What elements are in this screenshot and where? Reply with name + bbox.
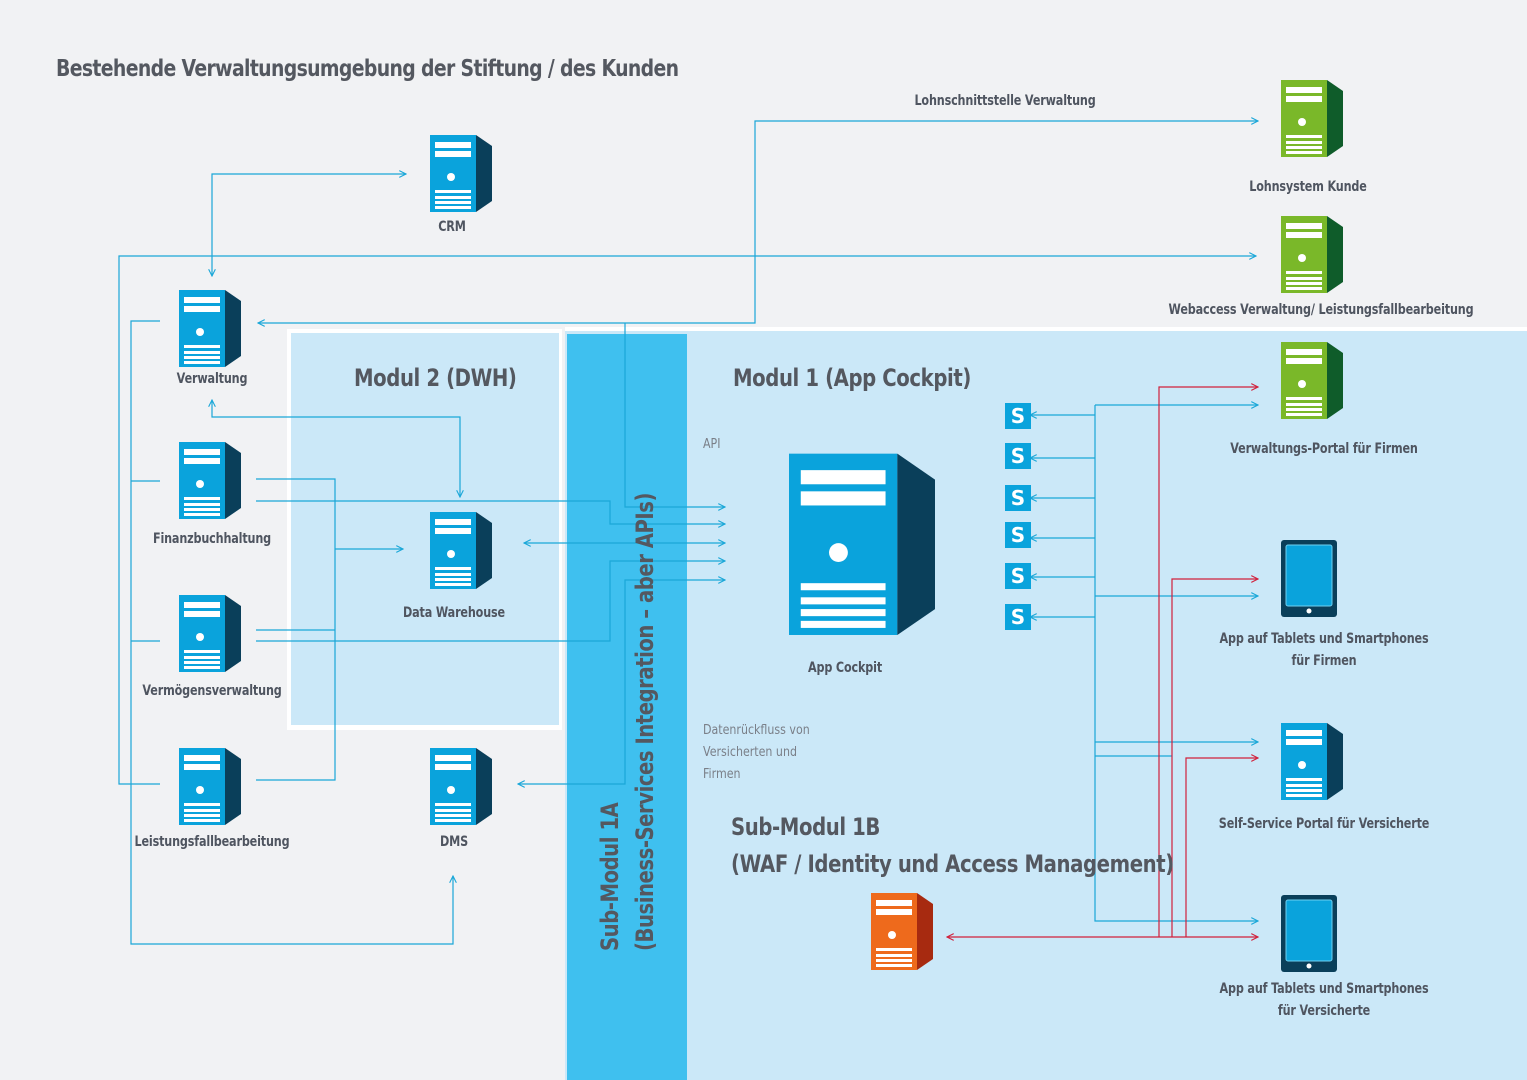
verwaltungsportal-node[interactable]: [1281, 342, 1343, 424]
server-icon: [179, 442, 241, 519]
app-versicherte-node[interactable]: [1281, 895, 1337, 977]
datenrueckfluss-label-3: Firmen: [703, 767, 741, 782]
finanzbuchhaltung-label: Finanzbuchhaltung: [152, 531, 272, 547]
server-icon: [1281, 723, 1343, 800]
line-left-bus: [130, 320, 453, 945]
tablet-icon: [1281, 895, 1337, 972]
app-versicherte-label-1: App auf Tablets und Smartphones: [1219, 981, 1429, 997]
submodul1b-label-2: (WAF / Identity und Access Management): [731, 850, 1174, 878]
app-firmen-label-1: App auf Tablets und Smartphones: [1219, 631, 1429, 647]
crm-node[interactable]: [430, 135, 492, 217]
server-icon: [179, 290, 241, 367]
service-icon[interactable]: S: [1005, 485, 1031, 511]
service-icon[interactable]: S: [1005, 522, 1031, 548]
verwaltungsportal-label: Verwaltungs-Portal für Firmen: [1230, 441, 1418, 457]
vermoegensverwaltung-label: Vermögensverwaltung: [142, 683, 282, 699]
submodul1a-label-1: Sub-Modul 1A: [596, 802, 624, 951]
app-versicherte-label-2: für Versicherte: [1277, 1003, 1371, 1019]
lohnschnittstelle-label: Lohnschnittstelle Verwaltung: [914, 93, 1096, 109]
lohnsystem-node[interactable]: [1281, 80, 1343, 162]
finanzbuchhaltung-node[interactable]: [179, 442, 241, 524]
modul2-label: Modul 2 (DWH): [354, 364, 517, 392]
server-icon: [179, 595, 241, 672]
modul1-label: Modul 1 (App Cockpit): [733, 364, 971, 392]
data-warehouse-label: Data Warehouse: [403, 605, 505, 621]
verwaltung-label: Verwaltung: [176, 371, 248, 387]
page-title: Bestehende Verwaltungsumgebung der Stift…: [56, 56, 679, 82]
service-icon[interactable]: S: [1005, 563, 1031, 589]
service-icon[interactable]: S: [1005, 604, 1031, 630]
service-icon[interactable]: S: [1005, 403, 1031, 429]
server-icon: [1281, 342, 1343, 419]
server-icon: [430, 748, 492, 825]
vermoegensverwaltung-node[interactable]: [179, 595, 241, 677]
leistungsfallbearbeitung-label: Leistungsfallbearbeitung: [134, 834, 290, 850]
service-icon[interactable]: S: [1005, 443, 1031, 469]
line-webaccess: [118, 256, 1256, 785]
server-icon: [430, 512, 492, 589]
line-api-5: [518, 580, 725, 784]
line-lohnschnittstelle: [258, 121, 1258, 323]
lohnsystem-label: Lohnsystem Kunde: [1249, 179, 1367, 195]
submodul1b-label-1: Sub-Modul 1B: [731, 813, 881, 841]
line-verwaltung-dwh: [212, 400, 460, 497]
app-firmen-node[interactable]: [1281, 540, 1337, 622]
submodul1a-label-2: (Business-Services Integration – aber AP…: [631, 493, 659, 951]
crm-label: CRM: [438, 219, 466, 235]
app-cockpit-node[interactable]: [789, 453, 935, 642]
app-cockpit-label: App Cockpit: [807, 660, 883, 676]
server-icon: [871, 893, 933, 970]
dms-label: DMS: [439, 834, 469, 850]
datenrueckfluss-label-1: Datenrückfluss von: [703, 723, 810, 738]
leistungsfallbearbeitung-node[interactable]: [179, 748, 241, 830]
modul1-top-border: [565, 327, 1527, 331]
api-label: API: [703, 437, 721, 452]
line-api-1: [624, 323, 725, 507]
webaccess-node[interactable]: [1281, 216, 1343, 298]
waf-node[interactable]: [871, 893, 933, 975]
modul2-area-inner: [291, 333, 559, 725]
server-icon: [1281, 216, 1343, 293]
dms-node[interactable]: [430, 748, 492, 830]
server-icon: [430, 135, 492, 212]
line-api-2: [256, 500, 725, 524]
verwaltung-node[interactable]: [179, 290, 241, 372]
data-warehouse-node[interactable]: [430, 512, 492, 594]
datenrueckfluss-label-2: Versicherten und: [703, 745, 797, 760]
server-icon: [1281, 80, 1343, 157]
app-firmen-label-2: für Firmen: [1291, 653, 1357, 669]
server-icon: [789, 453, 935, 635]
webaccess-label: Webaccess Verwaltung/ Leistungsfallbearb…: [1168, 302, 1474, 318]
tablet-icon: [1281, 540, 1337, 617]
self-service-node[interactable]: [1281, 723, 1343, 805]
self-service-label: Self-Service Portal für Versicherte: [1218, 816, 1430, 832]
server-icon: [179, 748, 241, 825]
